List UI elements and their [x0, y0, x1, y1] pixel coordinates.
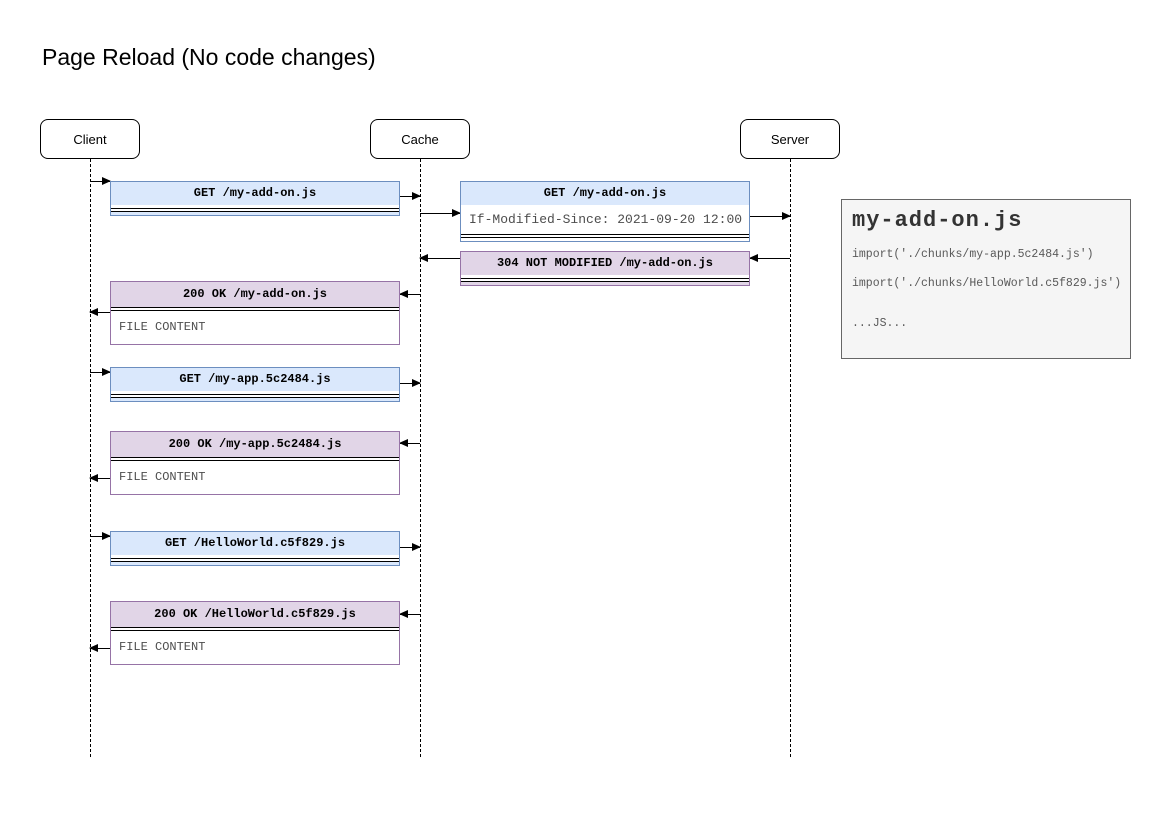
arrow-cache-to-200-ok-my-add-on-js: [399, 290, 420, 298]
message-box-get-my-app: GET /my-app.5c2484.js: [110, 367, 400, 402]
box-double-rule: [111, 394, 399, 398]
message-detail: FILE CONTENT: [111, 311, 399, 344]
box-strip: [111, 391, 399, 394]
message-label: 200 OK /my-add-on.js: [111, 282, 399, 307]
box-strip: [461, 282, 749, 285]
message-label: 304 NOT MODIFIED /my-add-on.js: [461, 252, 749, 275]
arrow-200-ok-my-add-on-js-to-client: [89, 308, 110, 316]
arrow-client-to-get-my-add-on-js: [90, 177, 111, 185]
message-label: GET /HelloWorld.c5f829.js: [111, 532, 399, 555]
code-panel-title: my-add-on.js: [852, 208, 1023, 233]
code-line-import-my-app: import('./chunks/my-app.5c2484.js'): [852, 248, 1094, 261]
arrow-server-to-304: [749, 254, 790, 262]
message-label: GET /my-add-on.js: [461, 182, 749, 205]
message-box-get-helloworld: GET /HelloWorld.c5f829.js: [110, 531, 400, 566]
box-double-rule: [111, 457, 399, 461]
box-strip: [111, 212, 399, 215]
arrow-200-ok-helloworld-to-client: [89, 644, 110, 652]
arrow-client-to-get-helloworld: [90, 532, 111, 540]
arrow-client-to-get-my-app: [90, 368, 111, 376]
arrow-cache-to-conditional-get: [420, 209, 461, 217]
actor-client: Client: [40, 119, 140, 159]
arrow-get-my-app-to-cache: [400, 379, 421, 387]
message-box-get-my-add-on-js: GET /my-add-on.js: [110, 181, 400, 216]
client-lifeline: [90, 159, 91, 757]
arrow-cache-to-200-ok-my-app: [399, 439, 420, 447]
message-box-200-ok-my-app: 200 OK /my-app.5c2484.js FILE CONTENT: [110, 431, 400, 495]
message-label: 200 OK /HelloWorld.c5f829.js: [111, 602, 399, 627]
box-strip: [461, 275, 749, 278]
actor-client-label: Client: [73, 131, 107, 147]
box-double-rule: [111, 208, 399, 212]
actor-cache: Cache: [370, 119, 470, 159]
box-strip: [461, 238, 749, 241]
message-label: 200 OK /my-app.5c2484.js: [111, 432, 399, 457]
box-double-rule: [111, 307, 399, 311]
arrow-304-to-cache: [419, 254, 460, 262]
box-strip: [111, 562, 399, 565]
box-double-rule: [461, 234, 749, 238]
cache-lifeline: [420, 159, 421, 757]
box-double-rule: [111, 627, 399, 631]
arrow-200-ok-my-app-to-client: [89, 474, 110, 482]
box-strip: [111, 555, 399, 558]
server-lifeline: [790, 159, 791, 757]
box-strip: [111, 398, 399, 401]
diagram-title: Page Reload (No code changes): [42, 44, 376, 70]
box-strip: [111, 205, 399, 208]
message-detail: FILE CONTENT: [111, 461, 399, 494]
code-panel-my-add-on-js: my-add-on.js import('./chunks/my-app.5c2…: [841, 199, 1131, 359]
box-double-rule: [111, 558, 399, 562]
message-box-get-my-add-on-js-conditional: GET /my-add-on.js If-Modified-Since: 202…: [460, 181, 750, 242]
arrow-conditional-get-to-server: [750, 212, 791, 220]
message-box-200-ok-my-add-on-js: 200 OK /my-add-on.js FILE CONTENT: [110, 281, 400, 345]
message-label: GET /my-add-on.js: [111, 182, 399, 205]
box-double-rule: [461, 278, 749, 282]
arrow-cache-to-200-ok-helloworld: [399, 610, 420, 618]
message-box-200-ok-helloworld: 200 OK /HelloWorld.c5f829.js FILE CONTEN…: [110, 601, 400, 665]
actor-cache-label: Cache: [401, 131, 439, 147]
actor-server: Server: [740, 119, 840, 159]
message-box-304-not-modified: 304 NOT MODIFIED /my-add-on.js: [460, 251, 750, 286]
code-line-import-helloworld: import('./chunks/HelloWorld.c5f829.js'): [852, 277, 1122, 290]
code-line-js-ellipsis: ...JS...: [852, 317, 908, 330]
message-detail: FILE CONTENT: [111, 631, 399, 664]
message-detail: If-Modified-Since: 2021-09-20 12:00: [461, 205, 749, 234]
message-label: GET /my-app.5c2484.js: [111, 368, 399, 391]
arrow-get-my-add-on-js-to-cache: [400, 192, 421, 200]
arrow-get-helloworld-to-cache: [400, 543, 421, 551]
actor-server-label: Server: [770, 131, 810, 147]
